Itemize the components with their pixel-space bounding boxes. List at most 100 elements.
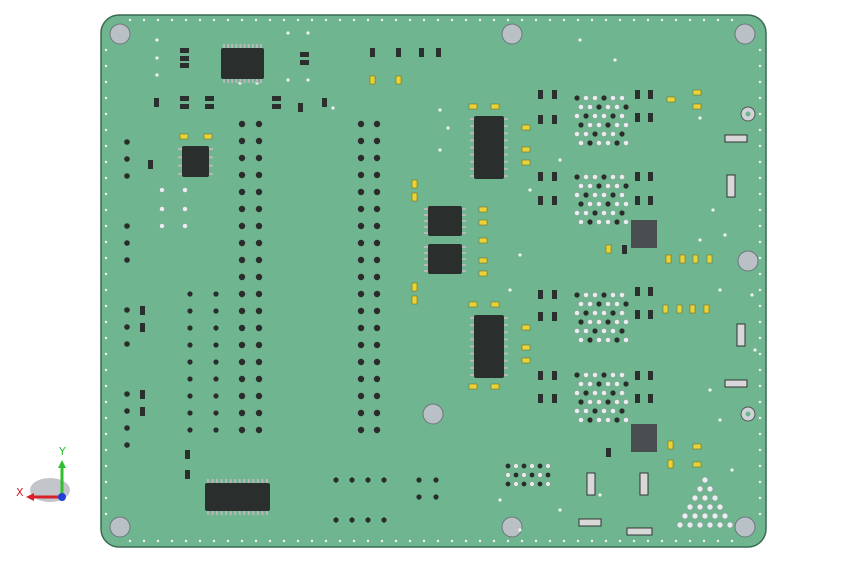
via [142,18,146,22]
plated-hole [587,319,593,325]
ic-qfn-a [428,206,462,236]
via [310,18,314,22]
pad [373,324,381,332]
via [104,144,108,148]
pad [255,358,263,366]
smd-capacitor [679,254,686,264]
smd-resistor [205,104,214,109]
smd-capacitor [478,237,488,244]
pad [357,154,365,162]
pad [213,308,219,314]
ic-pin [470,374,474,376]
via [104,464,108,468]
via [558,158,562,162]
smd-resistor [552,196,557,205]
ic-pin [462,208,466,210]
pad [619,210,625,216]
plated-hole [583,131,589,137]
mount-hole [737,250,759,272]
ic-pin [462,252,466,254]
via [506,539,510,543]
plated-hole [623,399,629,405]
pad [238,188,246,196]
pad [357,409,365,417]
via [758,352,762,356]
smd-resistor [538,196,543,205]
via [408,539,412,543]
mount-hole [734,23,756,45]
pad [373,120,381,128]
pad [610,113,616,119]
via [282,18,286,22]
via [758,480,762,484]
plated-hole [601,131,607,137]
smd-resistor [606,448,611,457]
via [758,304,762,308]
pcb-board[interactable] [100,14,767,548]
pad [255,375,263,383]
plated-hole [545,463,551,469]
pad [238,205,246,213]
via [212,18,216,22]
pad [255,426,263,434]
pad [124,223,130,229]
board-outline [100,14,767,548]
via [758,160,762,164]
pad [574,372,580,378]
pad [357,290,365,298]
plated-hole [574,408,580,414]
smd-resistor [180,63,189,68]
smd-capacitor [692,89,702,96]
plated-hole [619,310,625,316]
via [104,496,108,500]
smd-connector [724,379,748,388]
pad [587,140,593,146]
via [104,80,108,84]
pad [187,376,193,382]
smd-resistor [648,394,653,403]
smd-resistor [298,103,303,112]
via [758,432,762,436]
pad [373,222,381,230]
plated-hole [601,113,607,119]
ic-pin [504,125,508,128]
pad [596,183,602,189]
pad [124,442,130,448]
via [758,64,762,68]
plated-hole [592,390,598,396]
via [534,18,538,22]
ic-pin [470,146,474,149]
mount-hole [501,23,523,45]
via [338,539,342,543]
via [422,18,426,22]
via [478,539,482,543]
ic-pin [252,511,255,515]
smd-capacitor [521,146,531,153]
ic-pin [234,511,237,515]
via [104,112,108,116]
ic-pin [261,479,264,483]
ic-pin [470,359,474,362]
triad-x-label: X [16,486,24,499]
ic-pin [462,246,466,248]
smd-capacitor [490,383,500,390]
plated-hole [623,219,629,225]
pad [596,104,602,110]
smd-connector [736,323,746,347]
via [436,18,440,22]
via [758,256,762,260]
ic-pin [239,79,242,83]
ic-pin [256,511,259,515]
pad [537,463,543,469]
plated-hole [529,481,535,487]
smd-capacitor [689,304,696,314]
ic-pin [470,175,474,177]
via [104,320,108,324]
smd-capacitor [521,124,531,131]
smd-resistor [370,48,375,57]
via [660,18,664,22]
plated-hole [610,372,616,378]
pad [373,273,381,281]
plated-hole [592,174,598,180]
